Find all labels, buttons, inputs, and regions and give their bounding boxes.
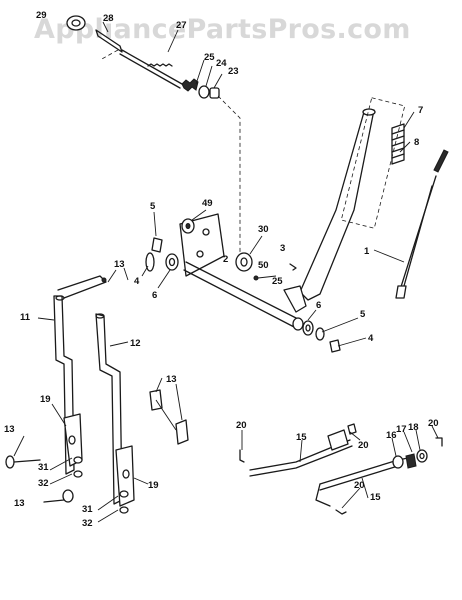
callout-31-bottom: 31 — [82, 504, 93, 515]
callout-13: 13 — [114, 259, 125, 270]
callout-5-right: 5 — [360, 309, 366, 320]
callout-labels: 29 28 27 25 24 23 7 8 1 5 49 30 3 2 50 2… — [4, 10, 439, 529]
callout-25: 25 — [204, 52, 215, 63]
part-bushing-24-23 — [198, 85, 220, 99]
part-spring-16-17-18 — [392, 449, 428, 469]
callout-2: 2 — [223, 254, 228, 265]
part-knob-29 — [66, 15, 86, 31]
part-washer-49 — [181, 218, 195, 234]
part-washer-4-left — [145, 252, 155, 272]
part-clip-4-right — [329, 339, 341, 353]
callout-3: 3 — [280, 243, 285, 254]
part-spring-7 — [391, 123, 405, 165]
callout-25-bolt: 25 — [272, 276, 283, 287]
callout-5: 5 — [150, 201, 156, 212]
part-pivot-30 — [235, 252, 253, 272]
callout-6: 6 — [152, 290, 157, 301]
callout-23: 23 — [228, 66, 239, 77]
callout-29: 29 — [36, 10, 47, 21]
callout-8: 8 — [414, 137, 419, 148]
part-washer-5-right — [315, 327, 325, 341]
part-lift-rod-1 — [395, 185, 433, 299]
callout-49: 49 — [202, 198, 213, 209]
part-bolt-25 — [253, 275, 259, 281]
callout-13-right: 13 — [166, 374, 177, 385]
callout-13-left: 13 — [4, 424, 15, 435]
part-pin-13-right — [149, 389, 189, 445]
part-washers-31-32 — [73, 456, 129, 514]
part-pin-13-left — [5, 455, 41, 469]
part-pin-13-bottom — [43, 489, 74, 503]
watermark: AppliancePartsPros.com — [34, 14, 411, 45]
part-rod-15-upper — [249, 429, 353, 477]
callout-17: 17 — [396, 424, 407, 435]
callout-50: 50 — [258, 260, 269, 271]
leader-lines — [13, 21, 439, 523]
callout-12: 12 — [130, 338, 141, 349]
dashed-assembly-line-b — [99, 49, 119, 61]
part-lever-arm-right — [283, 285, 307, 313]
dashed-assembly-line-a — [217, 95, 241, 258]
callout-19: 19 — [40, 394, 51, 405]
callout-30: 30 — [258, 224, 269, 235]
callout-11: 11 — [20, 312, 31, 323]
part-lift-handle — [299, 108, 376, 301]
callout-15-bottom: 15 — [370, 492, 381, 503]
callout-32: 32 — [38, 478, 49, 489]
part-link-bracket-upper — [57, 275, 107, 299]
callout-6-right: 6 — [316, 300, 321, 311]
part-rod-28-27 — [95, 29, 183, 89]
part-clips-20 — [239, 423, 443, 515]
callout-31: 31 — [38, 462, 49, 473]
callout-15: 15 — [296, 432, 307, 443]
callout-24: 24 — [216, 58, 227, 69]
part-spring-25-top — [181, 78, 199, 92]
callout-4-right: 4 — [368, 333, 374, 344]
part-bushing-6-left — [165, 253, 179, 271]
part-clip-3 — [289, 263, 297, 271]
part-clip-5-left — [151, 237, 163, 253]
callout-27: 27 — [176, 20, 187, 31]
part-cross-shaft — [183, 261, 304, 331]
dashed-handle-outline — [340, 97, 406, 229]
callout-4: 4 — [134, 276, 140, 287]
part-grip-8 — [399, 149, 449, 291]
callout-32-bottom: 32 — [82, 518, 93, 529]
callout-28: 28 — [103, 13, 114, 24]
callout-20-bottom: 20 — [354, 480, 365, 491]
callout-18: 18 — [408, 422, 419, 433]
part-bushing-6-right — [302, 320, 314, 336]
callout-1: 1 — [364, 246, 370, 257]
part-hanger-19-right — [115, 445, 135, 507]
callout-13-bottom: 13 — [14, 498, 25, 509]
callout-20-right: 20 — [428, 418, 439, 429]
callout-7: 7 — [418, 105, 423, 116]
callout-20: 20 — [236, 420, 247, 431]
callout-19-right: 19 — [148, 480, 159, 491]
callout-20-mid: 20 — [358, 440, 369, 451]
callout-16: 16 — [386, 430, 397, 441]
